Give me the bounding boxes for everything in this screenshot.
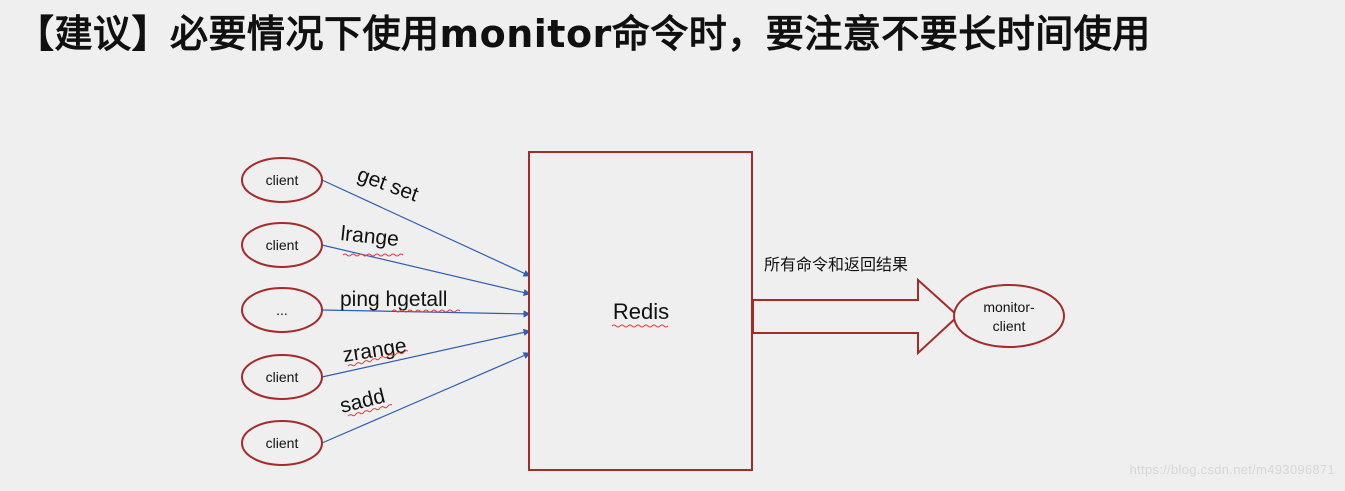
client-node bbox=[241, 354, 323, 400]
client-nodes: client client ... client client bbox=[241, 157, 323, 466]
client-node bbox=[241, 222, 323, 268]
client-node bbox=[241, 287, 323, 333]
redis-label: Redis bbox=[613, 299, 669, 324]
block-arrow bbox=[752, 277, 960, 356]
connector-line bbox=[321, 309, 531, 318]
client-label: client bbox=[266, 237, 299, 253]
connector-line bbox=[321, 352, 531, 444]
client-node bbox=[241, 157, 323, 203]
client-label: client bbox=[266, 369, 299, 385]
client-node bbox=[241, 420, 323, 466]
output-arrow-label: 所有命令和返回结果 bbox=[764, 256, 908, 274]
monitor-client: monitor- client bbox=[953, 284, 1065, 348]
output-arrow: 所有命令和返回结果 bbox=[752, 256, 960, 356]
connector-line bbox=[321, 328, 531, 378]
client-connectors bbox=[321, 179, 531, 444]
command-label: lrange bbox=[339, 222, 399, 251]
monitor-client-label-line2: client bbox=[993, 318, 1026, 334]
client-label: ... bbox=[276, 302, 288, 318]
command-labels: get set lrange ping hgetall zrange sadd bbox=[338, 163, 461, 418]
connector-line bbox=[321, 179, 531, 277]
monitor-client-node bbox=[953, 284, 1065, 348]
command-label: sadd bbox=[338, 385, 388, 418]
redis-server: Redis bbox=[528, 151, 753, 471]
spellcheck-squiggle bbox=[342, 253, 404, 257]
slide-title: 【建议】必要情况下使用monitor命令时，要注意不要长时间使用 bbox=[16, 12, 1151, 56]
spellcheck-squiggle bbox=[391, 309, 461, 313]
monitor-client-label-line1: monitor- bbox=[983, 299, 1035, 315]
watermark: https://blog.csdn.net/m493096871 bbox=[1129, 462, 1335, 477]
spellcheck-squiggle bbox=[611, 324, 669, 328]
spellcheck-squiggle bbox=[347, 350, 409, 367]
client-label: client bbox=[266, 172, 299, 188]
connector-line bbox=[321, 244, 531, 297]
command-label: ping hgetall bbox=[340, 288, 447, 311]
client-label: client bbox=[266, 435, 299, 451]
spellcheck-squiggle bbox=[347, 404, 393, 417]
command-label: zrange bbox=[341, 334, 408, 367]
redis-box bbox=[528, 151, 753, 471]
